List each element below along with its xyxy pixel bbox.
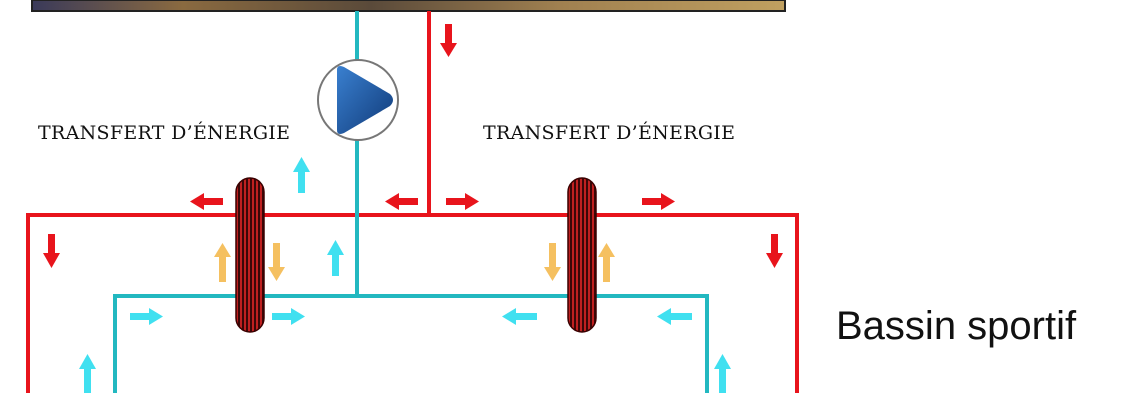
flow-arrow-icon [272, 308, 305, 325]
flow-arrow-icon [214, 243, 231, 282]
flow-arrow-icon [598, 243, 615, 282]
flow-arrow-icon [657, 308, 692, 325]
transfer-label-right: TRANSFERT D’ÉNERGIE [483, 121, 735, 144]
flow-arrow-icon [440, 24, 457, 57]
flow-arrow-icon [385, 193, 418, 210]
flow-arrow-icon [642, 193, 675, 210]
transfer-label-left: TRANSFERT D’ÉNERGIE [38, 121, 290, 144]
heat-exchanger-right [567, 177, 597, 333]
flow-arrow-icon [79, 354, 96, 393]
flow-arrow-icon [544, 243, 561, 281]
flow-arrows-hot [43, 24, 783, 268]
photo-band [31, 0, 786, 12]
flow-arrows-cold [79, 157, 731, 393]
cold-circuit [113, 11, 709, 393]
flow-arrow-icon [268, 243, 285, 281]
hot-circuit [26, 11, 799, 393]
flow-arrows-transfer [214, 243, 615, 282]
flow-arrow-icon [446, 193, 479, 210]
flow-arrow-icon [43, 234, 60, 268]
flow-arrow-icon [190, 193, 223, 210]
flow-arrow-icon [502, 308, 537, 325]
flow-arrow-icon [327, 240, 344, 276]
flow-arrow-icon [766, 234, 783, 268]
flow-arrow-icon [293, 157, 310, 193]
pool-label: Bassin sportif [836, 304, 1077, 348]
pump-icon [317, 59, 399, 141]
flow-arrow-icon [130, 308, 163, 325]
heat-exchanger-left [235, 177, 265, 333]
flow-arrow-icon [714, 354, 731, 393]
